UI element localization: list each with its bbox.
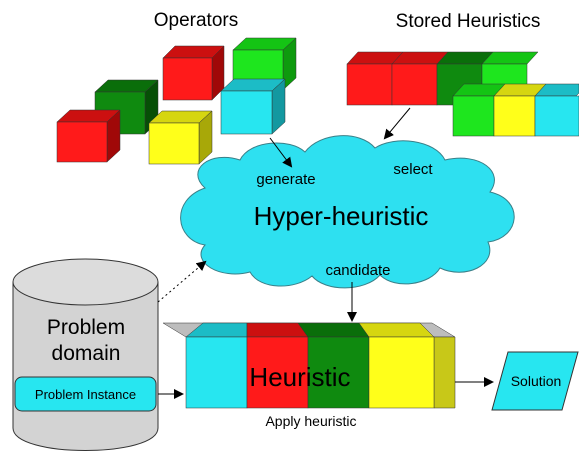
problem-domain-label-line2: domain — [52, 342, 121, 365]
domain-to-cloud-arrow — [157, 260, 207, 303]
apply-heuristic-caption: Apply heuristic — [265, 413, 356, 429]
solution-label: Solution — [511, 373, 562, 389]
operator-cube-red-top — [162, 45, 225, 101]
problem-instance-label: Problem Instance — [35, 387, 136, 402]
generate-arrow — [269, 137, 293, 168]
operator-cube-red-left — [56, 109, 121, 163]
solution-box: Solution — [491, 351, 579, 411]
problem-domain-cylinder: Problem domain — [12, 258, 159, 451]
operator-cubes — [56, 37, 297, 165]
problem-domain-label-line1: Problem — [47, 316, 125, 339]
operators-title: Operators — [154, 10, 238, 31]
hyper-heuristic-cloud: generate select Hyper-heuristic candidat… — [180, 135, 515, 289]
select-label: select — [393, 161, 433, 178]
generate-label: generate — [256, 171, 315, 188]
stored-heuristics-cubes — [346, 51, 579, 137]
problem-instance-box: Problem Instance — [14, 376, 157, 412]
heuristic-label: Heuristic — [249, 362, 350, 392]
operator-cube-cyan — [220, 78, 286, 135]
stored-heuristics-title: Stored Heuristics — [396, 11, 541, 32]
stored-heuristic-bottom-row — [452, 83, 579, 137]
select-arrow — [383, 107, 411, 140]
operator-cube-yellow — [148, 110, 213, 165]
hyper-heuristic-label: Hyper-heuristic — [254, 201, 429, 231]
candidate-label: candidate — [325, 262, 390, 279]
heuristic-bar: Heuristic — [162, 322, 456, 409]
